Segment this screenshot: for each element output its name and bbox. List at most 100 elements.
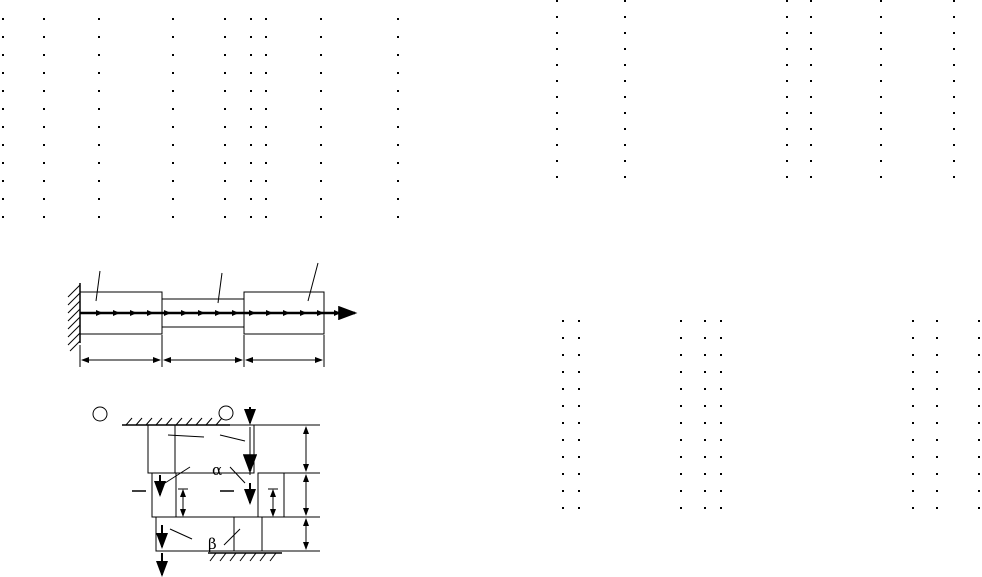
table-cell-dot <box>912 439 914 441</box>
table-cell-dot <box>786 128 788 130</box>
table-cell-dot <box>880 96 882 98</box>
table-cell-dot <box>562 507 564 509</box>
table-cell-dot <box>978 405 980 407</box>
table-cell-dot <box>680 490 682 492</box>
table-cell-dot <box>172 54 174 56</box>
table-cell-dot <box>224 198 226 200</box>
table-cell-dot <box>680 456 682 458</box>
dotted-table-top-right-svg <box>556 0 955 178</box>
table-cell-dot <box>578 507 580 509</box>
table-cell-dot <box>978 507 980 509</box>
table-cell-dot <box>704 388 706 390</box>
table-cell-dot <box>624 0 626 2</box>
table-cell-dot <box>912 337 914 339</box>
stepped-bar-svg <box>67 262 358 367</box>
table-cell-dot <box>320 126 322 128</box>
table-cell-dot <box>912 456 914 458</box>
table-cell-dot <box>562 371 564 373</box>
table-cell-dot <box>680 439 682 441</box>
table-cell-dot <box>936 456 938 458</box>
dotted-table-top-right <box>540 0 982 200</box>
table-cell-dot <box>624 144 626 146</box>
table-cell-dot <box>172 162 174 164</box>
table-cell-dot <box>810 96 812 98</box>
table-cell-dot <box>680 371 682 373</box>
table-cell-dot <box>704 507 706 509</box>
table-cell-dot <box>2 162 4 164</box>
table-cell-dot <box>172 216 174 218</box>
table-cell-dot <box>397 162 399 164</box>
table-cell-dot <box>786 96 788 98</box>
table-cell-dot <box>43 162 45 164</box>
table-cell-dot <box>397 180 399 182</box>
table-cell-dot <box>578 405 580 407</box>
table-cell-dot <box>43 54 45 56</box>
table-cell-dot <box>936 490 938 492</box>
table-cell-dot <box>43 144 45 146</box>
table-cell-dot <box>720 337 722 339</box>
table-cell-dot <box>720 456 722 458</box>
table-cell-dot <box>2 108 4 110</box>
table-cell-dot <box>98 144 100 146</box>
table-cell-dot <box>978 456 980 458</box>
table-cell-dot <box>172 90 174 92</box>
circle-marker-icon <box>218 405 234 421</box>
table-cell-dot <box>43 216 45 218</box>
table-cell-dot <box>98 90 100 92</box>
table-cell-dot <box>624 128 626 130</box>
table-cell-dot <box>265 36 267 38</box>
table-cell-dot <box>953 48 955 50</box>
table-cell-dot <box>578 439 580 441</box>
table-cell-dot <box>786 16 788 18</box>
table-cell-dot <box>397 108 399 110</box>
table-cell-dot <box>98 162 100 164</box>
table-cell-dot <box>320 72 322 74</box>
table-cell-dot <box>250 54 252 56</box>
table-cell-dot <box>680 422 682 424</box>
table-cell-dot <box>578 320 580 322</box>
table-cell-dot <box>720 388 722 390</box>
table-cell-dot <box>397 126 399 128</box>
table-cell-dot <box>786 32 788 34</box>
table-cell-dot <box>720 439 722 441</box>
table-cell-dot <box>578 473 580 475</box>
table-cell-dot <box>556 128 558 130</box>
table-cell-dot <box>224 54 226 56</box>
table-cell-dot <box>98 72 100 74</box>
table-cell-dot <box>953 0 955 2</box>
table-cell-dot <box>98 126 100 128</box>
beta-label: β <box>208 535 217 553</box>
i-dimension-mark <box>268 488 278 518</box>
table-cell-dot <box>562 439 564 441</box>
table-cell-dot <box>265 54 267 56</box>
table-cell-dot <box>953 176 955 178</box>
table-cell-dot <box>978 388 980 390</box>
table-cell-dot <box>397 216 399 218</box>
table-cell-dot <box>704 405 706 407</box>
wall-hatch-icon <box>67 283 81 352</box>
table-cell-dot <box>578 456 580 458</box>
table-cell-dot <box>936 507 938 509</box>
table-cell-dot <box>912 354 914 356</box>
table-cell-dot <box>265 72 267 74</box>
table-cell-dot <box>880 144 882 146</box>
table-cell-dot <box>250 90 252 92</box>
ceiling-hatch-icon <box>122 417 230 426</box>
table-cell-dot <box>98 180 100 182</box>
table-cell-dot <box>562 490 564 492</box>
table-cell-dot <box>2 36 4 38</box>
leader-line-2 <box>217 272 223 304</box>
table-cell-dot <box>172 108 174 110</box>
table-cell-dot <box>562 405 564 407</box>
table-cell-dot <box>936 320 938 322</box>
table-cell-dot <box>172 36 174 38</box>
table-cell-dot <box>936 354 938 356</box>
table-cell-dot <box>786 48 788 50</box>
table-cell-dot <box>43 180 45 182</box>
table-cell-dot <box>936 337 938 339</box>
table-cell-dot <box>250 126 252 128</box>
table-cell-dot <box>556 176 558 178</box>
table-cell-dot <box>880 32 882 34</box>
table-cell-dot <box>172 144 174 146</box>
table-cell-dot <box>953 96 955 98</box>
